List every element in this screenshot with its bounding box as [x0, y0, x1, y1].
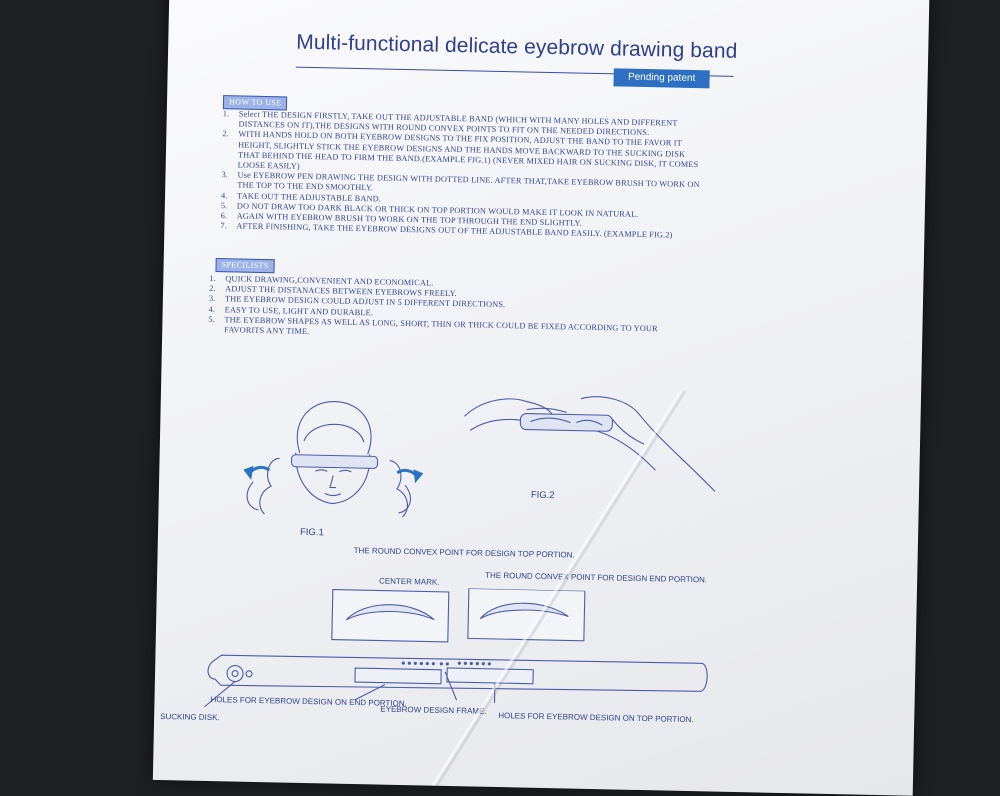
item-number: 3.: [209, 294, 216, 304]
label-sucking-disk: SUCKING DISK.: [160, 712, 220, 722]
fig2-hands-illustration: [459, 386, 721, 501]
fig2-label: FIG.2: [531, 490, 555, 501]
step-number: 1.: [223, 109, 230, 119]
label-end-portion-point: THE ROUND CONVEX POINT FOR DESIGN END PO…: [485, 571, 707, 585]
step-number: 6.: [221, 211, 228, 221]
item-number: 5.: [208, 315, 215, 325]
step-number: 7.: [220, 221, 227, 231]
fig1-label: FIG.1: [300, 527, 324, 538]
how-to-use-heading: HOW TO USE: [223, 95, 288, 110]
item-number: 2.: [209, 284, 216, 294]
label-center-mark: CENTER MARK.: [379, 577, 440, 587]
fig1-face-illustration: [228, 381, 431, 525]
pending-patent-badge: Pending patent: [613, 68, 709, 88]
label-top-portion-point: THE ROUND CONVEX POINT FOR DESIGN TOP PO…: [354, 546, 575, 560]
step-number: 4.: [221, 191, 228, 201]
step-number: 5.: [221, 201, 228, 211]
item-number: 4.: [209, 304, 216, 314]
specialists-list: 1.QUICK DRAWING,CONVENIENT AND ECONOMICA…: [208, 274, 699, 345]
item-number: 1.: [209, 274, 216, 284]
how-to-use-list: 1.Select THE DESIGN FIRSTLY, TAKE OUT TH…: [220, 109, 702, 241]
specialists-heading: SPECILISTS: [215, 258, 274, 273]
document-title: Multi-functional delicate eyebrow drawin…: [296, 31, 738, 64]
instruction-sheet: Multi-functional delicate eyebrow drawin…: [153, 0, 930, 796]
step-number: 3.: [221, 170, 228, 180]
step-number: 2.: [222, 130, 229, 140]
